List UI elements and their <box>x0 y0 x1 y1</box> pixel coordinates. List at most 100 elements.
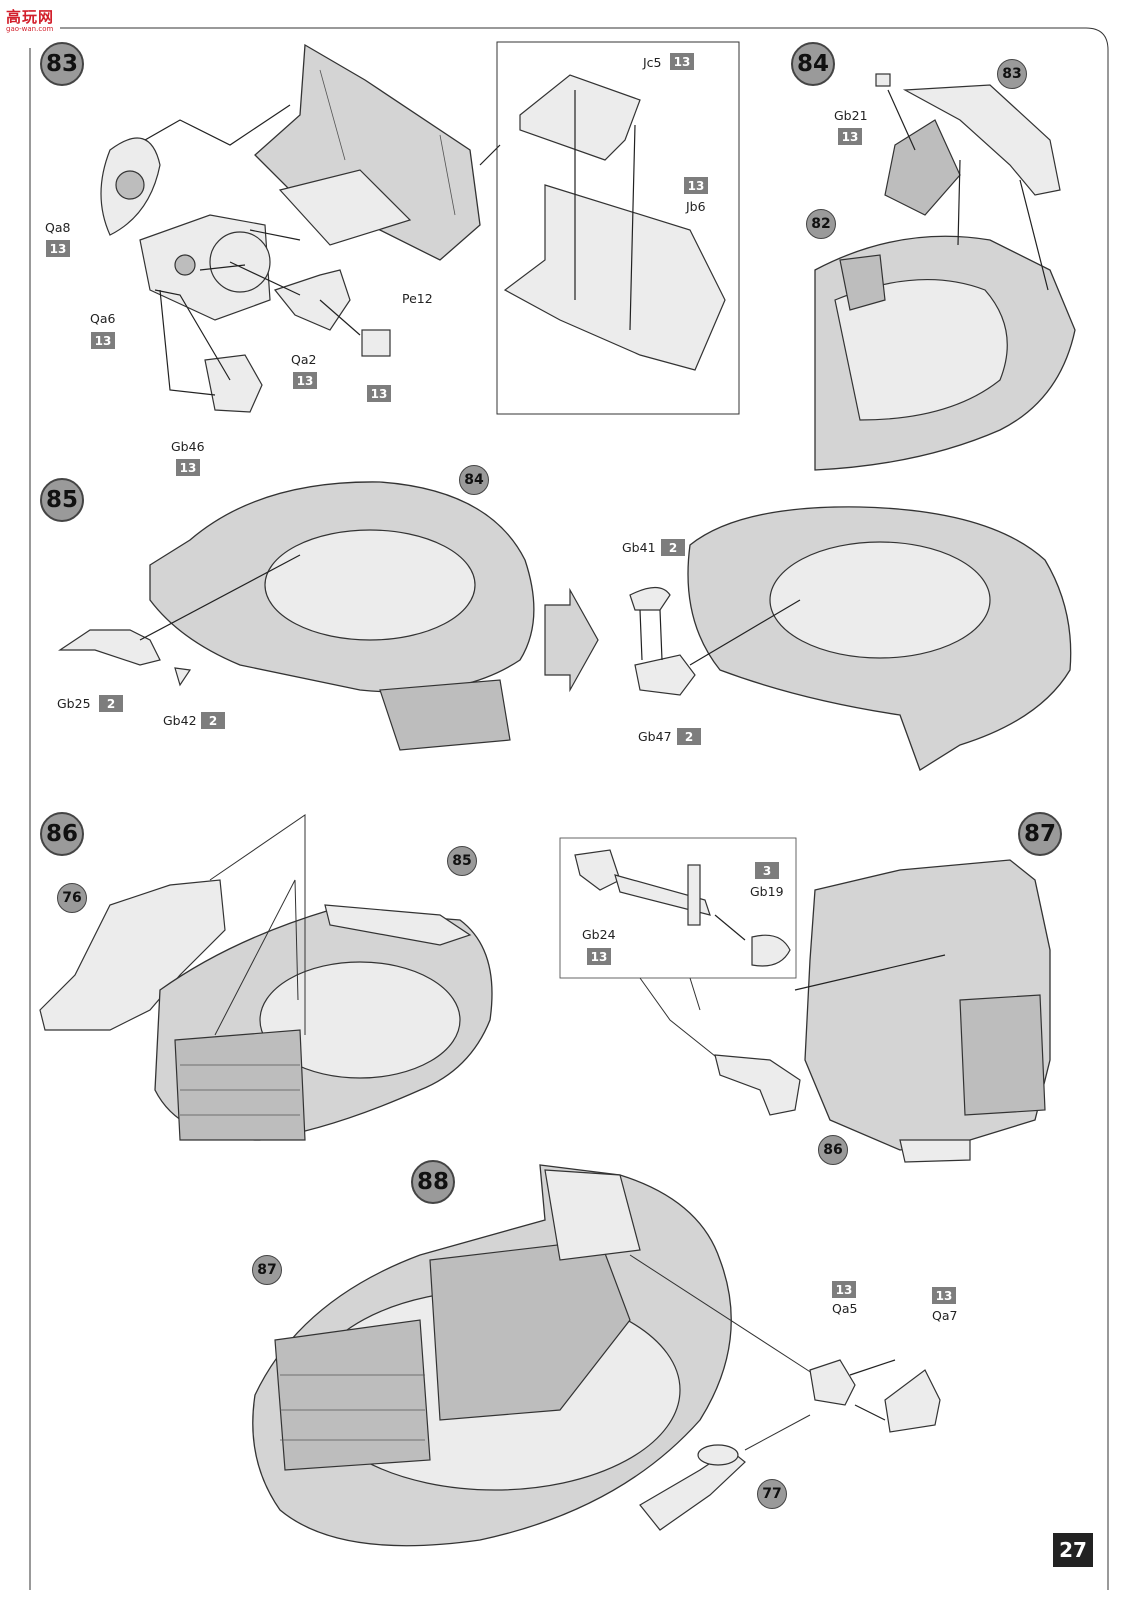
qa5-shape <box>809 1359 856 1406</box>
watermark-title: 高玩网 <box>6 8 55 26</box>
part-label-jc5: Jc5 <box>643 55 662 70</box>
ref-badge-86: 86 <box>818 1135 848 1165</box>
turret-inner-shape <box>834 279 1008 421</box>
ammo-rack-86 <box>174 1029 306 1141</box>
ammo-rack-88-rows <box>280 1374 425 1441</box>
seat-assembly-shape <box>902 84 1061 196</box>
qa5-axis-line <box>629 1254 816 1376</box>
gb46-shape <box>204 354 263 413</box>
seat-ribs <box>319 69 456 216</box>
jc5-arrows <box>574 90 636 331</box>
step-85-illustration <box>58 481 1072 771</box>
turret-85-right-ring <box>769 541 991 659</box>
sprue-badge-qa2: 13 <box>293 372 317 389</box>
ref-badge-76: 76 <box>57 883 87 913</box>
gb24-end-shape <box>574 849 621 891</box>
step-83-illustration <box>100 41 740 415</box>
sprue-badge-gb19: 3 <box>755 862 779 879</box>
seat-rail-88 <box>544 1169 641 1261</box>
step83-detail-box <box>496 41 740 415</box>
gb47-shape <box>634 654 696 696</box>
sprue-badge-pe12: 13 <box>367 385 391 402</box>
jc5-shape <box>519 74 641 161</box>
part-label-qa5: Qa5 <box>832 1301 858 1316</box>
turret-85-left-rack <box>379 679 511 751</box>
sprue-badge-gb47: 2 <box>677 728 701 745</box>
part-label-gb46: Gb46 <box>171 439 205 454</box>
step86-leaders <box>209 814 306 1036</box>
part-label-gb19: Gb19 <box>750 884 784 899</box>
gb24-assembled-shape <box>714 1054 801 1116</box>
step83-leader-b <box>154 289 231 381</box>
step87-detail-box <box>559 837 797 979</box>
page-number: 27 <box>1053 1533 1093 1567</box>
step-83-badge: 83 <box>40 42 84 86</box>
sprue-badge-jb6: 13 <box>684 177 708 194</box>
step-88-illustration <box>252 1164 941 1547</box>
sprue-badge-qa6: 13 <box>91 332 115 349</box>
ref-badge-87: 87 <box>252 1255 282 1285</box>
part-label-gb47: Gb47 <box>638 729 672 744</box>
gb41-shape <box>629 586 671 611</box>
part-label-gb41: Gb41 <box>622 540 656 555</box>
gear-hub-shape <box>174 254 196 276</box>
sprue-badge-gb41: 2 <box>661 539 685 556</box>
ref-badge-84: 84 <box>459 465 489 495</box>
gb21-shape <box>875 73 891 87</box>
step-86-badge: 86 <box>40 812 84 856</box>
turret-86-ring <box>259 961 461 1079</box>
sprue-badge-gb24: 13 <box>587 948 611 965</box>
part-label-pe12: Pe12 <box>402 291 433 306</box>
page-border <box>29 27 1109 1590</box>
gb25-shape <box>58 629 161 666</box>
ref-badge-83: 83 <box>997 59 1027 89</box>
gb19-shape <box>751 934 791 967</box>
sprue-badge-qa5: 13 <box>832 1281 856 1298</box>
gb19-arrow <box>714 914 746 941</box>
step88-arrows <box>849 1359 896 1421</box>
step-86-illustration <box>39 814 493 1141</box>
watermark-subtitle: gao-wan.com <box>6 25 54 33</box>
sprue-badge-qa8: 13 <box>46 240 70 257</box>
jb6-shape <box>503 184 726 371</box>
gb24-rod-shape <box>614 874 711 916</box>
step83-arrows <box>199 229 361 336</box>
turret-87-foot <box>899 1139 971 1163</box>
part-label-gb21: Gb21 <box>834 108 868 123</box>
gear-disc-shape <box>209 231 271 293</box>
mg-77-drum <box>697 1444 739 1466</box>
ammo-rack-87 <box>959 994 1046 1116</box>
part-label-qa7: Qa7 <box>932 1308 958 1323</box>
mg-77-barrel <box>744 1414 811 1451</box>
sprue-badge-gb42: 2 <box>201 712 225 729</box>
qa7-shape <box>884 1369 941 1433</box>
ref-badge-77: 77 <box>757 1479 787 1509</box>
step87-arrow <box>794 954 946 991</box>
part-label-jb6: Jb6 <box>686 199 706 214</box>
step-88-badge: 88 <box>411 1160 455 1204</box>
ref-badge-82: 82 <box>806 209 836 239</box>
part-label-qa6: Qa6 <box>90 311 116 326</box>
step-84-badge: 84 <box>791 42 835 86</box>
step-87-illustration <box>559 837 1051 1163</box>
qa8-hub-shape <box>115 170 145 200</box>
seat-rail-86 <box>324 904 472 946</box>
step-87-badge: 87 <box>1018 812 1062 856</box>
ammo-rack-86-rows <box>180 1064 300 1116</box>
step83-leader-a <box>144 104 291 146</box>
seat-frame-shape <box>254 43 481 261</box>
step-85-badge: 85 <box>40 478 84 522</box>
gb24-post-shape <box>687 864 701 926</box>
step87-callout-lines <box>639 977 721 1061</box>
sprue-badge-qa7: 13 <box>932 1287 956 1304</box>
gun-breech-shape <box>39 879 226 1031</box>
step84-arrows <box>887 89 1049 291</box>
part-label-qa2: Qa2 <box>291 352 317 367</box>
watermark-logo: 高玩网 gao-wan.com <box>6 6 68 33</box>
step85-transition-arrow <box>544 587 599 693</box>
step85-arrow-left <box>139 554 301 641</box>
step-84-illustration <box>814 73 1076 471</box>
ref-badge-85: 85 <box>447 846 477 876</box>
part-label-gb42: Gb42 <box>163 713 197 728</box>
mg-77-shape <box>639 1449 746 1531</box>
